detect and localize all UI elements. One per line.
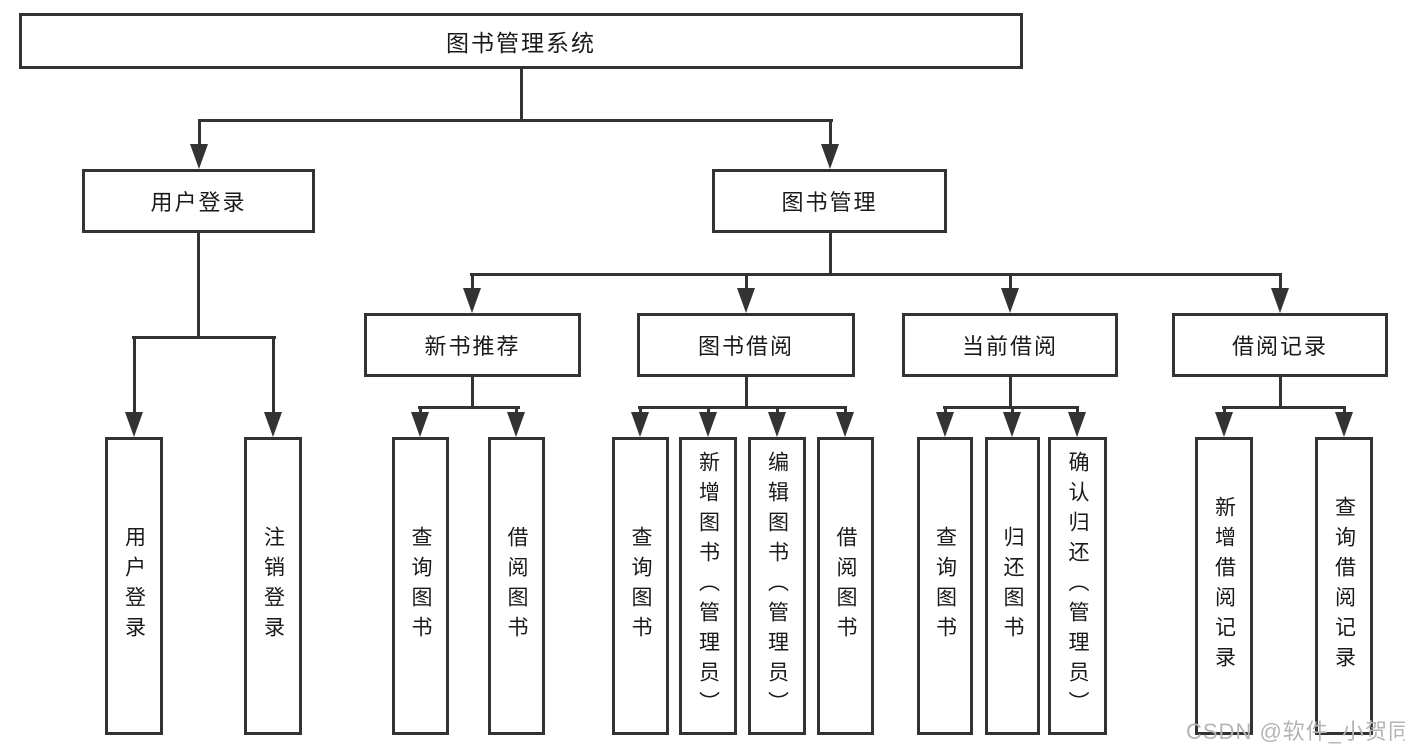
connector-line bbox=[1343, 409, 1346, 414]
leaf-label: 查询图书 bbox=[933, 526, 957, 646]
leaf-add-books-admin: 新增图书（管理员） bbox=[679, 437, 737, 735]
arrow-head bbox=[1001, 288, 1019, 313]
connector-line bbox=[1279, 276, 1282, 291]
leaf-label: 借阅图书 bbox=[834, 526, 857, 646]
leaf-borrow-books-2: 借阅图书 bbox=[817, 437, 874, 735]
connector-line bbox=[198, 119, 833, 122]
arrow-head bbox=[411, 412, 429, 437]
connector-line bbox=[197, 233, 200, 339]
arrow-head bbox=[821, 144, 839, 169]
connector-line bbox=[829, 233, 832, 276]
leaf-label: 新增借阅记录 bbox=[1212, 496, 1236, 676]
leaf-borrow-books-1: 借阅图书 bbox=[488, 437, 545, 735]
arrow-head bbox=[190, 144, 208, 169]
node-book-management: 图书管理 bbox=[712, 169, 947, 233]
connector-line bbox=[520, 69, 523, 122]
node-label: 当前借阅 bbox=[961, 334, 1058, 359]
arrow-head bbox=[125, 412, 143, 437]
node-new-book-recommend: 新书推荐 bbox=[364, 313, 581, 377]
leaf-label: 编辑图书（管理员） bbox=[765, 451, 789, 721]
connector-line bbox=[745, 276, 748, 291]
leaf-logout: 注销登录 bbox=[244, 437, 302, 735]
arrow-head bbox=[737, 288, 755, 313]
connector-line bbox=[1011, 409, 1014, 414]
connector-line bbox=[471, 276, 474, 291]
connector-line bbox=[198, 122, 201, 148]
connector-line bbox=[1076, 409, 1079, 414]
connector-line bbox=[829, 122, 832, 148]
leaf-query-books-2: 查询图书 bbox=[612, 437, 669, 735]
connector-line bbox=[1009, 276, 1012, 291]
arrow-head bbox=[768, 412, 786, 437]
node-user-login: 用户登录 bbox=[82, 169, 315, 233]
node-label: 借阅记录 bbox=[1231, 334, 1328, 359]
node-label: 图书管理 bbox=[781, 190, 878, 215]
leaf-user-login: 用户登录 bbox=[105, 437, 163, 735]
node-label: 图书管理系统 bbox=[446, 30, 596, 56]
leaf-query-books-3: 查询图书 bbox=[917, 437, 973, 735]
node-current-borrowing: 当前借阅 bbox=[902, 313, 1118, 377]
arrow-head bbox=[463, 288, 481, 313]
connector-line bbox=[418, 406, 520, 409]
arrow-head bbox=[836, 412, 854, 437]
arrow-head bbox=[1335, 412, 1353, 437]
connector-line bbox=[1279, 377, 1282, 409]
leaf-label: 查询图书 bbox=[409, 526, 432, 646]
leaf-label: 新增图书（管理员） bbox=[696, 451, 720, 721]
connector-line bbox=[844, 409, 847, 414]
connector-line bbox=[133, 339, 136, 414]
connector-line bbox=[944, 409, 947, 414]
connector-line bbox=[515, 409, 518, 414]
connector-line bbox=[471, 377, 474, 409]
connector-line bbox=[1009, 377, 1012, 409]
node-root: 图书管理系统 bbox=[19, 13, 1023, 69]
node-book-borrowing: 图书借阅 bbox=[637, 313, 855, 377]
leaf-label: 归还图书 bbox=[1001, 526, 1024, 646]
node-borrow-records: 借阅记录 bbox=[1172, 313, 1388, 377]
connector-line bbox=[132, 336, 276, 339]
connector-line bbox=[470, 273, 1282, 276]
arrow-head bbox=[1271, 288, 1289, 313]
watermark: CSDN @软件_小贺同学 bbox=[1186, 719, 1405, 744]
arrow-head bbox=[1003, 412, 1021, 437]
leaf-label: 借阅图书 bbox=[505, 526, 528, 646]
leaf-label: 用户登录 bbox=[122, 526, 146, 646]
node-label: 用户登录 bbox=[150, 190, 247, 215]
leaf-label: 查询借阅记录 bbox=[1332, 496, 1356, 676]
connector-line bbox=[638, 406, 847, 409]
connector-line bbox=[745, 377, 748, 409]
arrow-head bbox=[1068, 412, 1086, 437]
arrow-head bbox=[507, 412, 525, 437]
connector-line bbox=[943, 406, 1079, 409]
connector-line bbox=[272, 339, 275, 414]
connector-line bbox=[776, 409, 779, 414]
connector-line bbox=[707, 409, 710, 414]
leaf-edit-books-admin: 编辑图书（管理员） bbox=[748, 437, 806, 735]
leaf-query-books-1: 查询图书 bbox=[392, 437, 449, 735]
leaf-label: 确认归还（管理员） bbox=[1066, 451, 1089, 721]
leaf-query-borrow-record: 查询借阅记录 bbox=[1315, 437, 1373, 735]
arrow-head bbox=[936, 412, 954, 437]
connector-line bbox=[639, 409, 642, 414]
arrow-head bbox=[631, 412, 649, 437]
leaf-label: 注销登录 bbox=[261, 526, 285, 646]
arrow-head bbox=[1215, 412, 1233, 437]
leaf-add-borrow-record: 新增借阅记录 bbox=[1195, 437, 1253, 735]
arrow-head bbox=[264, 412, 282, 437]
connector-line bbox=[1222, 406, 1346, 409]
connector-line bbox=[1223, 409, 1226, 414]
arrow-head bbox=[699, 412, 717, 437]
node-label: 图书借阅 bbox=[697, 334, 794, 359]
leaf-return-books: 归还图书 bbox=[985, 437, 1040, 735]
leaf-confirm-return-admin: 确认归还（管理员） bbox=[1048, 437, 1107, 735]
connector-line bbox=[419, 409, 422, 414]
node-label: 新书推荐 bbox=[424, 334, 521, 359]
leaf-label: 查询图书 bbox=[629, 526, 652, 646]
